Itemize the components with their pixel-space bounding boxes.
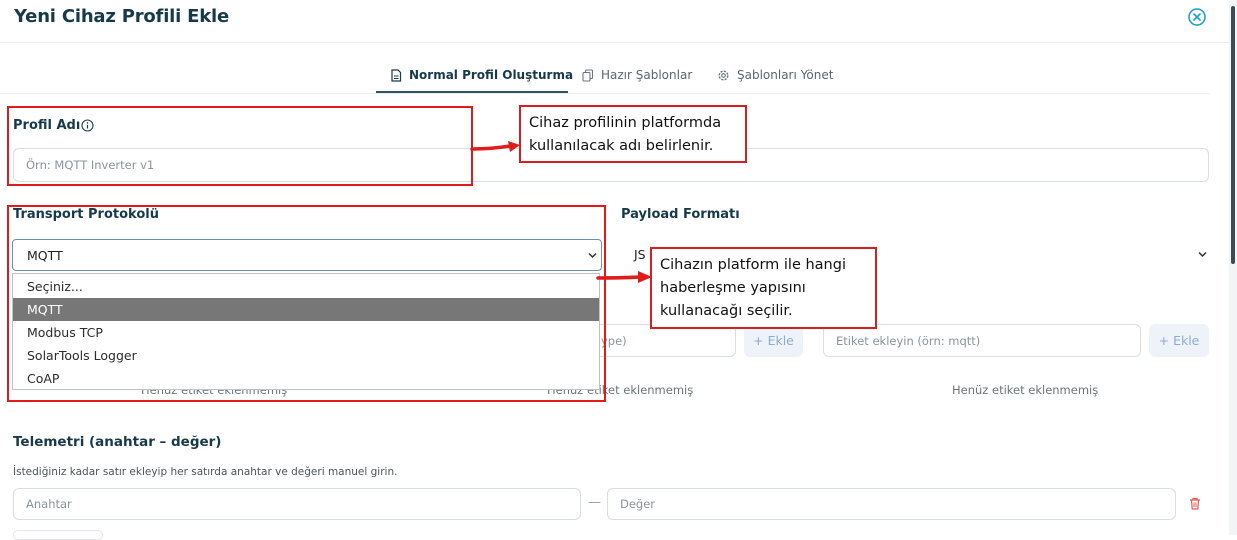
gear-icon xyxy=(718,69,729,81)
payload-format-label: Payload Formatı xyxy=(621,207,740,222)
dropdown-option[interactable]: Modbus TCP xyxy=(27,325,103,340)
chevron-down-icon[interactable] xyxy=(1198,251,1207,258)
callout-line: kullanılacak adı belirlenir. xyxy=(529,138,714,154)
annotation-arrow xyxy=(470,141,520,152)
annotation-callout-profile: Cihaz profilinin platformda kullanılacak… xyxy=(519,105,747,163)
payload-format-value[interactable]: JS xyxy=(634,247,646,262)
tab-normal-profile[interactable]: Normal Profil Oluşturma xyxy=(390,58,573,92)
transport-protocol-label: Transport Protokolü xyxy=(13,207,159,222)
callout-line: kullanacağı seçilir. xyxy=(660,303,793,319)
dropdown-option[interactable]: CoAP xyxy=(27,371,60,386)
placeholder-text: Değer xyxy=(620,497,656,511)
callout-line: Cihaz profilinin platformda xyxy=(529,115,722,131)
placeholder-text: Örn: MQTT Inverter v1 xyxy=(26,158,155,172)
add-tag-button-2[interactable]: + Ekle xyxy=(1149,324,1209,357)
annotation-box-transport xyxy=(7,205,606,402)
transport-protocol-dropdown[interactable]: Seçiniz... MQTT Modbus TCP SolarTools Lo… xyxy=(12,273,600,390)
header-divider xyxy=(0,42,1229,43)
empty-tags-text: Henüz etiket eklenmemiş xyxy=(952,383,1099,397)
document-icon xyxy=(391,68,402,82)
telemetry-description: İstediğiniz kadar satır ekleyip her satı… xyxy=(13,466,398,478)
dropdown-option[interactable]: SolarTools Logger xyxy=(27,348,137,363)
add-tag-button-1[interactable]: + Ekle xyxy=(744,324,803,357)
annotation-box-profile xyxy=(7,106,473,186)
profile-name-label: Profil Adı xyxy=(13,118,81,133)
placeholder-text: Etiket ekleyin (örn: mqtt) xyxy=(836,333,981,348)
tag-input-2[interactable]: Etiket ekleyin (örn: mqtt) xyxy=(823,324,1141,357)
scrollbar-thumb[interactable] xyxy=(1231,6,1235,264)
callout-line: Cihazın platform ile hangi xyxy=(660,257,846,273)
tab-label: Şablonları Yönet xyxy=(737,68,834,82)
callout-line: haberleşme yapısını xyxy=(660,280,806,296)
transport-protocol-select[interactable]: MQTT xyxy=(12,239,602,271)
tab-label: Hazır Şablonlar xyxy=(601,68,693,82)
selected-value: MQTT xyxy=(27,247,63,263)
close-circle-icon[interactable] xyxy=(1187,7,1207,27)
telemetry-title: Telemetri (anahtar – değer) xyxy=(13,434,222,450)
dropdown-option[interactable]: Seçiniz... xyxy=(27,279,83,294)
button-label: + Ekle xyxy=(1158,333,1200,348)
telemetry-key-input[interactable]: Anahtar xyxy=(13,488,581,520)
add-row-button[interactable] xyxy=(13,530,103,540)
button-label: + Ekle xyxy=(753,333,794,348)
tab-ready-templates[interactable]: Hazır Şablonlar xyxy=(582,58,692,92)
telemetry-value-input[interactable]: Değer xyxy=(607,488,1176,520)
placeholder-text: Anahtar xyxy=(26,497,72,511)
tabs-divider xyxy=(0,93,1210,94)
scrollbar-track[interactable] xyxy=(1229,0,1237,535)
chevron-down-icon xyxy=(588,252,597,259)
placeholder-text: ype) xyxy=(601,333,627,348)
page-title: Yeni Cihaz Profili Ekle xyxy=(14,6,230,27)
key-value-separator: — xyxy=(588,495,601,510)
tab-manage-templates[interactable]: Şablonları Yönet xyxy=(717,58,833,92)
active-tab-indicator xyxy=(376,91,568,93)
trash-icon[interactable] xyxy=(1189,497,1201,510)
copy-icon xyxy=(582,68,594,82)
annotation-arrow xyxy=(596,271,652,283)
dropdown-option-selected[interactable]: MQTT xyxy=(13,298,599,321)
info-icon[interactable] xyxy=(81,119,94,132)
annotation-callout-transport: Cihazın platform ile hangi haberleşme ya… xyxy=(650,247,877,329)
tab-label: Normal Profil Oluşturma xyxy=(409,68,574,82)
